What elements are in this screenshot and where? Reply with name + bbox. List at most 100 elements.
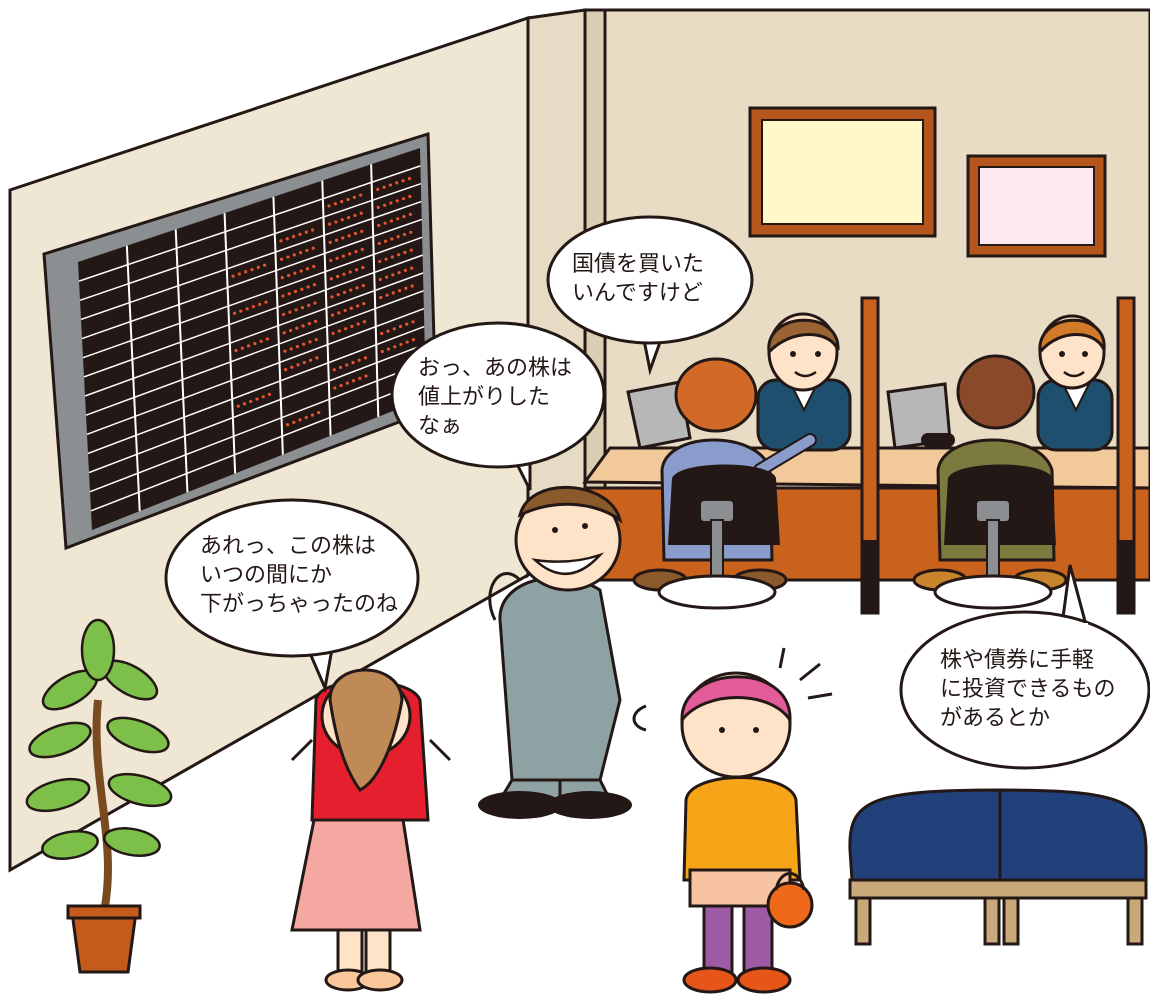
board-led-dot bbox=[310, 228, 315, 232]
board-led-dot bbox=[240, 346, 244, 350]
board-led-dot bbox=[339, 383, 343, 388]
board-led-dot bbox=[356, 322, 360, 326]
board-led-dot bbox=[328, 222, 332, 226]
board-led-dot bbox=[234, 348, 238, 353]
board-led-dot bbox=[335, 256, 339, 260]
counter-divider-right-base bbox=[1118, 540, 1134, 613]
board-led-dot bbox=[395, 181, 399, 185]
board-led-dot bbox=[280, 257, 284, 261]
clerk-right bbox=[1036, 314, 1114, 452]
man-grey-suit bbox=[478, 485, 632, 819]
board-led-dot bbox=[293, 271, 297, 275]
board-led-dot bbox=[305, 248, 309, 253]
bubble-man-line-3: なぁ bbox=[418, 414, 462, 439]
board-led-dot bbox=[354, 268, 359, 272]
board-led-dot bbox=[305, 267, 310, 271]
board-led-dot bbox=[407, 176, 412, 181]
board-led-dot bbox=[341, 254, 345, 258]
board-led-dot bbox=[361, 265, 365, 270]
stock-board-screen bbox=[78, 148, 426, 530]
board-led-dot bbox=[345, 381, 349, 385]
monitor-left bbox=[626, 380, 692, 450]
bubble-right-line-2: に投資できるもの bbox=[940, 677, 1116, 702]
speech-bubble-woman-left: あれっ、この株は いつの間にか 下がっちゃったのね bbox=[164, 498, 420, 694]
board-led-dot bbox=[302, 360, 306, 365]
board-led-dot bbox=[295, 326, 299, 330]
board-led-dot bbox=[334, 220, 338, 224]
board-led-dot bbox=[292, 234, 296, 239]
board-led-dot bbox=[312, 264, 316, 269]
board-led-dot bbox=[245, 307, 249, 311]
board-led-dot bbox=[403, 250, 407, 255]
board-led-dot bbox=[267, 392, 272, 396]
board-led-dot bbox=[285, 237, 289, 241]
frame-pink-inner bbox=[978, 166, 1095, 246]
board-led-dot bbox=[253, 341, 257, 346]
board-led-dot bbox=[411, 338, 416, 342]
bubble-right-line-1: 株や債券に手軽 bbox=[940, 648, 1094, 673]
board-led-dot bbox=[312, 283, 317, 287]
woman-red-top bbox=[290, 668, 452, 992]
board-led-dot bbox=[391, 273, 395, 277]
board-led-dot bbox=[401, 179, 405, 183]
board-led-dot bbox=[244, 270, 248, 274]
bubble-man-line-1: おっ、あの株は bbox=[418, 356, 572, 381]
board-led-dot bbox=[302, 342, 306, 346]
board-led-dot bbox=[340, 200, 344, 204]
board-led-dot bbox=[314, 337, 318, 342]
board-led-dot bbox=[347, 234, 351, 238]
board-led-dot bbox=[377, 241, 381, 246]
board-led-dot bbox=[246, 344, 251, 348]
board-led-dot bbox=[409, 230, 413, 234]
board-led-dot bbox=[391, 291, 395, 295]
board-led-dot bbox=[265, 337, 269, 341]
board-led-dot bbox=[329, 277, 333, 281]
board-led-dot bbox=[361, 283, 365, 288]
board-led-dot bbox=[378, 277, 382, 282]
board-led-dot bbox=[396, 235, 400, 239]
board-led-dot bbox=[285, 423, 290, 427]
board-led-dot bbox=[280, 276, 284, 280]
board-led-dot bbox=[346, 215, 351, 220]
chair-right bbox=[933, 464, 1056, 610]
board-row-line bbox=[87, 325, 425, 455]
board-led-dot bbox=[298, 418, 302, 422]
board-led-dot bbox=[283, 349, 287, 353]
board-led-dot bbox=[348, 270, 352, 274]
board-led-dot bbox=[314, 319, 318, 323]
board-led-dot bbox=[408, 194, 412, 199]
board-led-dot bbox=[237, 272, 241, 276]
surprise-marks bbox=[632, 647, 833, 732]
board-led-dot bbox=[286, 273, 291, 278]
board-led-dot bbox=[399, 342, 403, 347]
board-led-dot bbox=[333, 386, 337, 390]
board-led-dot bbox=[360, 229, 364, 233]
board-led-dot bbox=[306, 285, 310, 289]
board-row-line bbox=[79, 183, 422, 301]
board-led-dot bbox=[408, 212, 412, 216]
board-row-line bbox=[78, 165, 421, 282]
board-led-dot bbox=[395, 199, 399, 203]
board-led-dot bbox=[390, 255, 394, 259]
board-led-dot bbox=[393, 345, 397, 349]
board-led-dot bbox=[358, 376, 362, 380]
board-led-dot bbox=[292, 420, 296, 424]
board-led-dot bbox=[259, 339, 263, 343]
board-led-dot bbox=[286, 255, 290, 259]
board-led-dot bbox=[250, 267, 254, 272]
board-led-dot bbox=[348, 252, 352, 256]
board-led-dot bbox=[405, 322, 409, 326]
board-led-dot bbox=[329, 258, 333, 263]
speech-bubble-right: 株や債券に手軽 に投資できるもの があるとか bbox=[899, 564, 1150, 770]
board-led-dot bbox=[356, 304, 360, 308]
board-led-dot bbox=[317, 411, 321, 415]
frame-yellow-inner bbox=[761, 119, 924, 225]
board-led-dot bbox=[364, 374, 368, 378]
board-led-dot bbox=[404, 286, 408, 290]
board-led-dot bbox=[300, 305, 305, 310]
board-led-dot bbox=[353, 231, 358, 236]
board-led-dot bbox=[392, 327, 396, 331]
board-led-dot bbox=[342, 272, 346, 276]
board-led-dot bbox=[293, 289, 298, 294]
board-led-dot bbox=[386, 347, 391, 351]
